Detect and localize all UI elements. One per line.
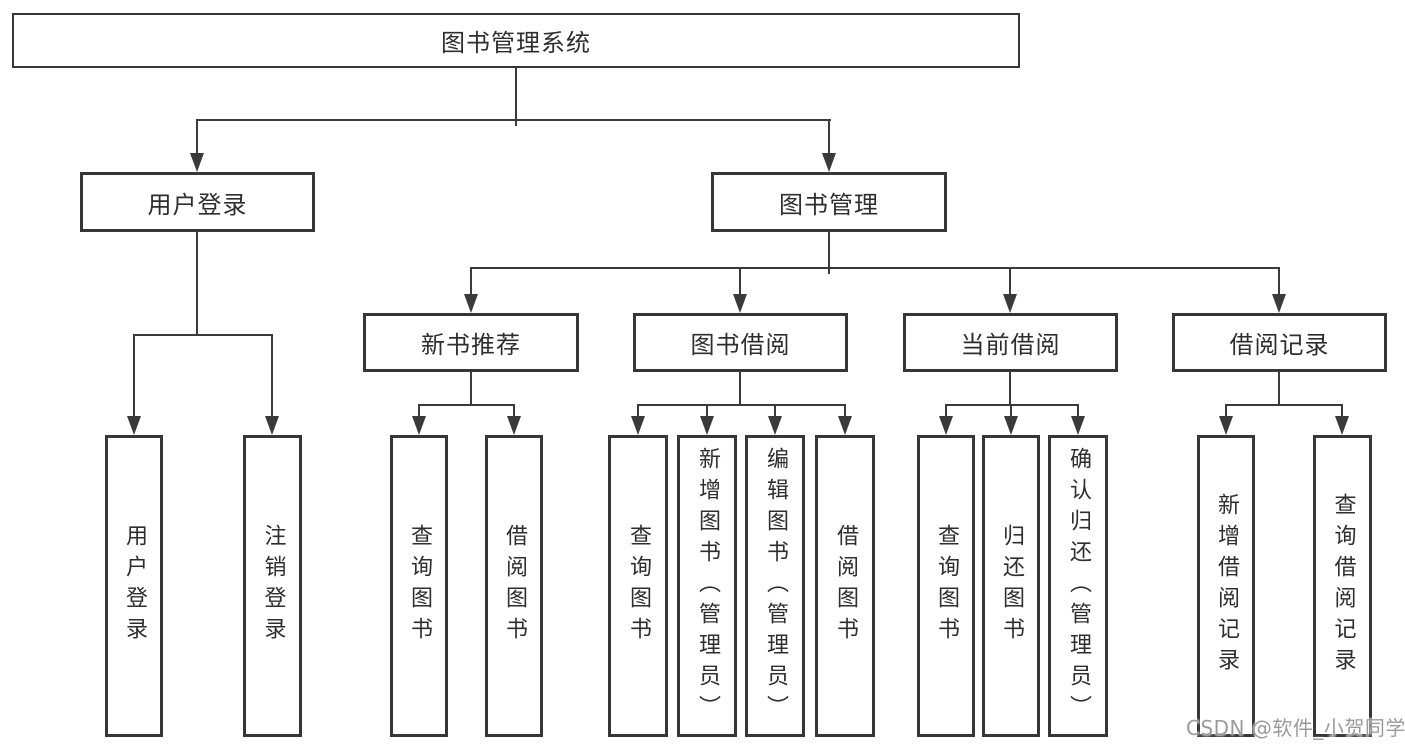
connector-line — [945, 404, 947, 418]
connector-line — [1077, 404, 1079, 418]
connector-line — [470, 267, 1280, 269]
connector-line — [271, 334, 273, 417]
connector-arrowhead-icon — [838, 416, 852, 435]
connector-line — [515, 68, 517, 126]
connector-line — [1010, 404, 1012, 418]
node-new-book-recommend: 新书推荐 — [363, 313, 579, 372]
connector-line — [828, 232, 830, 274]
leaf-borrow-books-recommend: 借阅图书 — [485, 435, 543, 737]
connector-line — [1278, 372, 1280, 406]
connector-arrowhead-icon — [507, 416, 521, 435]
node-current-borrowing: 当前借阅 — [903, 313, 1118, 372]
connector-arrowhead-icon — [1272, 294, 1286, 313]
connector-line — [513, 404, 515, 418]
connector-arrowhead-icon — [768, 416, 782, 435]
connector-line — [637, 404, 639, 418]
leaf-query-books-current: 查询图书 — [917, 435, 975, 737]
connector-line — [133, 334, 135, 417]
connector-line — [945, 404, 1079, 406]
connector-line — [418, 404, 420, 418]
connector-arrowhead-icon — [1004, 416, 1018, 435]
connector-line — [1278, 267, 1280, 296]
connector-arrowhead-icon — [939, 416, 953, 435]
connector-arrowhead-icon — [1003, 294, 1017, 313]
connector-arrowhead-icon — [1335, 416, 1349, 435]
connector-line — [706, 404, 708, 418]
node-borrowing-records: 借阅记录 — [1172, 313, 1387, 372]
connector-arrowhead-icon — [822, 153, 836, 172]
connector-arrowhead-icon — [127, 416, 141, 435]
connector-arrowhead-icon — [631, 416, 645, 435]
leaf-query-books-borrowing: 查询图书 — [608, 435, 668, 737]
connector-arrowhead-icon — [1071, 416, 1085, 435]
connector-line — [1009, 267, 1011, 296]
leaf-logout: 注销登录 — [243, 435, 302, 737]
connector-line — [828, 119, 830, 155]
connector-line — [133, 334, 273, 336]
connector-arrowhead-icon — [412, 416, 426, 435]
leaf-user-login: 用户登录 — [105, 435, 163, 737]
leaf-query-books-recommend: 查询图书 — [390, 435, 448, 737]
node-user-login: 用户登录 — [80, 172, 315, 232]
connector-arrowhead-icon — [464, 294, 478, 313]
connector-line — [1009, 372, 1011, 406]
connector-line — [470, 267, 472, 296]
connector-arrowhead-icon — [190, 153, 204, 172]
node-book-management: 图书管理 — [711, 172, 947, 232]
leaf-confirm-return-admin: 确认归还（管理员） — [1048, 435, 1108, 737]
csdn-watermark: CSDN @软件_小贺同学 — [1186, 716, 1405, 740]
leaf-borrow-books-borrowing: 借阅图书 — [815, 435, 875, 737]
connector-line — [196, 119, 198, 155]
connector-line — [1225, 404, 1343, 406]
leaf-edit-books-admin: 编辑图书（管理员） — [745, 435, 805, 737]
connector-line — [196, 232, 198, 336]
connector-line — [774, 404, 776, 418]
connector-arrowhead-icon — [733, 294, 747, 313]
connector-line — [470, 372, 472, 406]
connector-line — [739, 267, 741, 296]
leaf-add-books-admin: 新增图书（管理员） — [677, 435, 737, 737]
connector-arrowhead-icon — [700, 416, 714, 435]
connector-line — [1341, 404, 1343, 418]
leaf-return-books: 归还图书 — [982, 435, 1040, 737]
connector-line — [637, 404, 846, 406]
leaf-add-borrow-record: 新增借阅记录 — [1197, 435, 1255, 737]
connector-line — [1225, 404, 1227, 418]
connector-line — [844, 404, 846, 418]
connector-arrowhead-icon — [1219, 416, 1233, 435]
connector-line — [739, 372, 741, 406]
node-book-borrowing: 图书借阅 — [633, 313, 848, 372]
connector-line — [196, 119, 831, 121]
connector-line — [418, 404, 515, 406]
connector-arrowhead-icon — [265, 416, 279, 435]
node-root-system: 图书管理系统 — [12, 13, 1020, 68]
leaf-query-borrow-record: 查询借阅记录 — [1313, 435, 1372, 737]
